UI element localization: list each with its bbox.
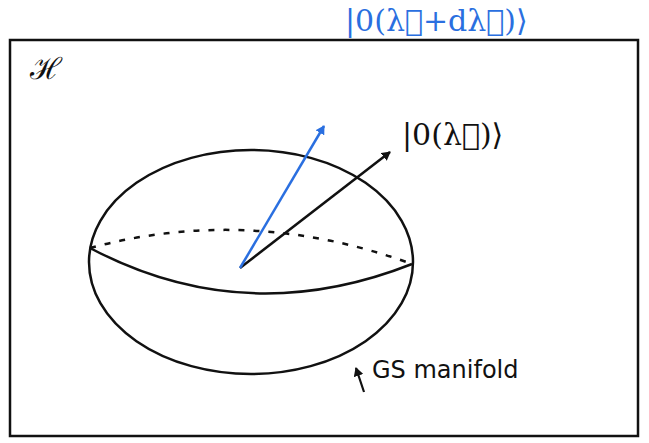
hilbert-frame	[10, 40, 638, 436]
equator-front	[90, 248, 412, 293]
leader-arrow	[356, 368, 364, 392]
state-vector	[240, 152, 390, 268]
shifted-state-vector	[240, 126, 324, 268]
state-label: |0(λ⃗)⟩	[402, 118, 503, 153]
space-symbol: ℋ	[30, 52, 62, 87]
manifold-label: GS manifold	[372, 355, 522, 386]
sphere-outline	[89, 150, 413, 374]
shifted-state-label: |0(λ⃗+dλ⃗)⟩	[345, 4, 528, 39]
